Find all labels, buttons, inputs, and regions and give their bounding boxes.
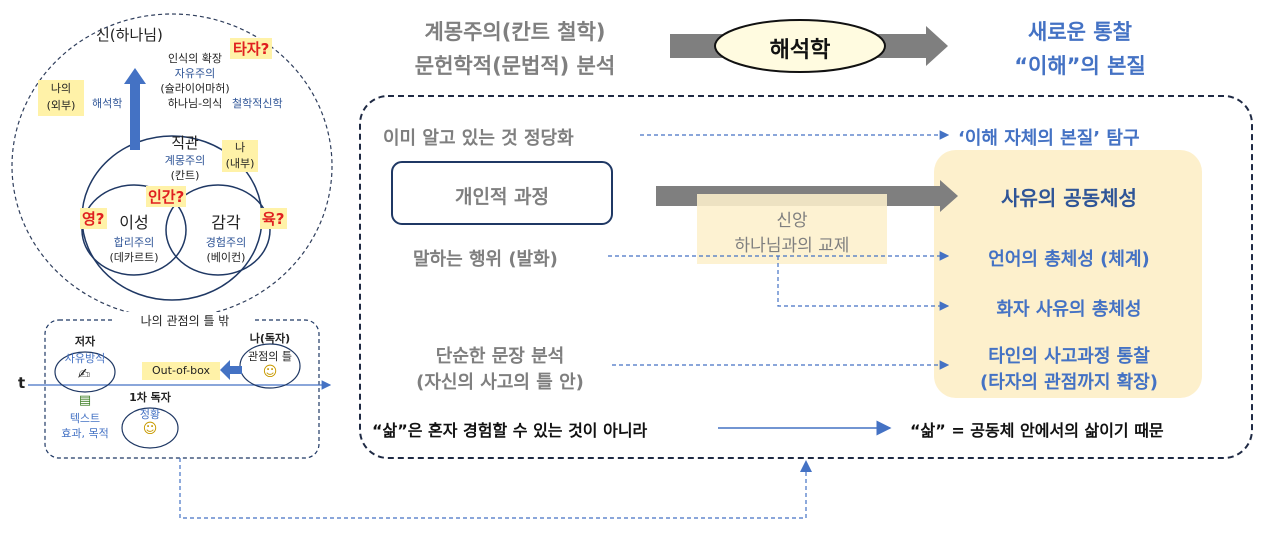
bottom-connector-head	[800, 460, 812, 472]
life-community-label: “삶” = 공동체 안에서의 삶이기 때문	[910, 421, 1164, 440]
first-reader-label: 1차 독자	[129, 391, 171, 404]
sense-circle	[165, 184, 271, 276]
personal-box	[391, 161, 613, 225]
me-inside-box: 나 (내부)	[222, 140, 258, 172]
bottom-connector	[179, 458, 807, 519]
descartes-label: (데카르트)	[109, 251, 159, 264]
reader-label: 나(독자)	[249, 332, 291, 345]
personal-arrow-head	[940, 180, 958, 212]
insight-line2: (타자의 관점까지 확장)	[979, 372, 1159, 393]
hermeneutics-center: 해석학	[769, 38, 831, 63]
t-axis-label: t	[18, 374, 26, 392]
insight-line1: 타인의 사고과정 통찰	[988, 346, 1150, 367]
faith-box	[697, 194, 887, 264]
community-panel	[934, 150, 1202, 398]
simple-line2: (자신의 사고의 틀 안)	[416, 372, 584, 393]
top-right-line1: 새로운 통찰	[1028, 20, 1132, 44]
effect-purpose-label: 효과, 목적	[61, 427, 109, 440]
god-label: 신(하나님)	[96, 26, 163, 44]
life-alone-label: “삶”은 혼자 경험할 수 있는 것이 아니라	[372, 421, 648, 440]
author-circle	[54, 351, 116, 393]
out-of-box-arrow-shaft	[230, 366, 242, 374]
hermeneutics-ellipse	[714, 19, 886, 73]
me-inside-line2: (내부)	[225, 157, 255, 170]
me-inside-line1: 나	[234, 141, 246, 154]
community-label: 사유의 공동체성	[1001, 186, 1137, 210]
reason-label: 이성	[119, 213, 149, 232]
essence-label: ‘이해 자체의 본질’ 탐구	[958, 128, 1140, 149]
empiricism-label: 경험주의	[205, 236, 247, 249]
my-outside-line2: (외부)	[46, 99, 76, 112]
out-of-box-arrow-head	[220, 360, 230, 380]
author-label: 저자	[74, 335, 96, 348]
view-frame-label: 관점의 틀	[248, 350, 292, 363]
top-right-line2: “이해”의 본질	[1014, 54, 1146, 78]
top-left-line1: 계몽주의(칸트 철학)	[424, 20, 606, 44]
outer-dashed-circle	[11, 13, 333, 319]
out-of-box-label: Out-of-box	[142, 362, 220, 380]
bacon-label: (베이컨)	[206, 251, 246, 264]
lang-total-label: 언어의 총체성 (체계)	[988, 249, 1150, 270]
halo-face-icon: ☺	[262, 364, 278, 380]
god-consciousness-label: 하나님-의식	[167, 97, 223, 110]
spirit-question: 영?	[80, 208, 107, 229]
philo-theology-label: 철학적신학	[232, 97, 283, 110]
expand-title: 인식의 확장	[167, 52, 223, 65]
liberalism-label: 자유주의	[174, 67, 216, 80]
situation-label: 정황	[139, 408, 161, 421]
intuition-label: 직관	[171, 134, 199, 152]
reason-circle	[81, 184, 187, 276]
enlightenment-label: 계몽주의	[164, 154, 206, 167]
speech-label: 말하는 행위 (발화)	[413, 249, 558, 270]
expand-arrow-shaft	[130, 82, 140, 150]
top-left-line2: 문헌학적(문법적) 분석	[414, 54, 616, 78]
smile-face-icon: ☺	[142, 421, 158, 437]
hermeneutics-left-label: 해석학	[92, 97, 123, 110]
my-outside-line1: 나의	[50, 82, 72, 95]
expand-arrow-head	[124, 68, 146, 84]
speaker-total-label: 화자 사유의 총체성	[996, 299, 1142, 320]
frame-title: 나의 관점의 틀 밖	[115, 312, 255, 329]
already-known-label: 이미 알고 있는 것 정당화	[383, 128, 574, 149]
speech-branch-arrow	[777, 256, 950, 311]
rationalism-label: 합리주의	[113, 236, 155, 249]
sense-label: 감각	[211, 213, 241, 232]
faith-line2: 하나님과의 교제	[734, 236, 850, 256]
kant-label: (칸트)	[170, 169, 200, 182]
personal-label: 개인적 과정	[454, 186, 549, 208]
text-label: 텍스트	[69, 412, 101, 425]
schleiermacher-label: (슐라이어마허)	[160, 82, 230, 95]
faith-line1: 신앙	[776, 211, 808, 231]
writing-icon: ✍	[77, 365, 91, 383]
other-question: 타자?	[230, 38, 273, 59]
human-question: 인간?	[146, 186, 187, 207]
simple-line1: 단순한 문장 분석	[435, 346, 565, 367]
flesh-question: 육?	[260, 208, 287, 229]
books-icon: ▤	[78, 393, 92, 408]
my-outside-box: 나의 (외부)	[38, 80, 84, 116]
top-arrow-head	[926, 26, 948, 66]
first-reader-circle	[121, 407, 179, 449]
main-panel	[359, 95, 1253, 459]
thinking-label: 사유방식	[64, 352, 106, 365]
